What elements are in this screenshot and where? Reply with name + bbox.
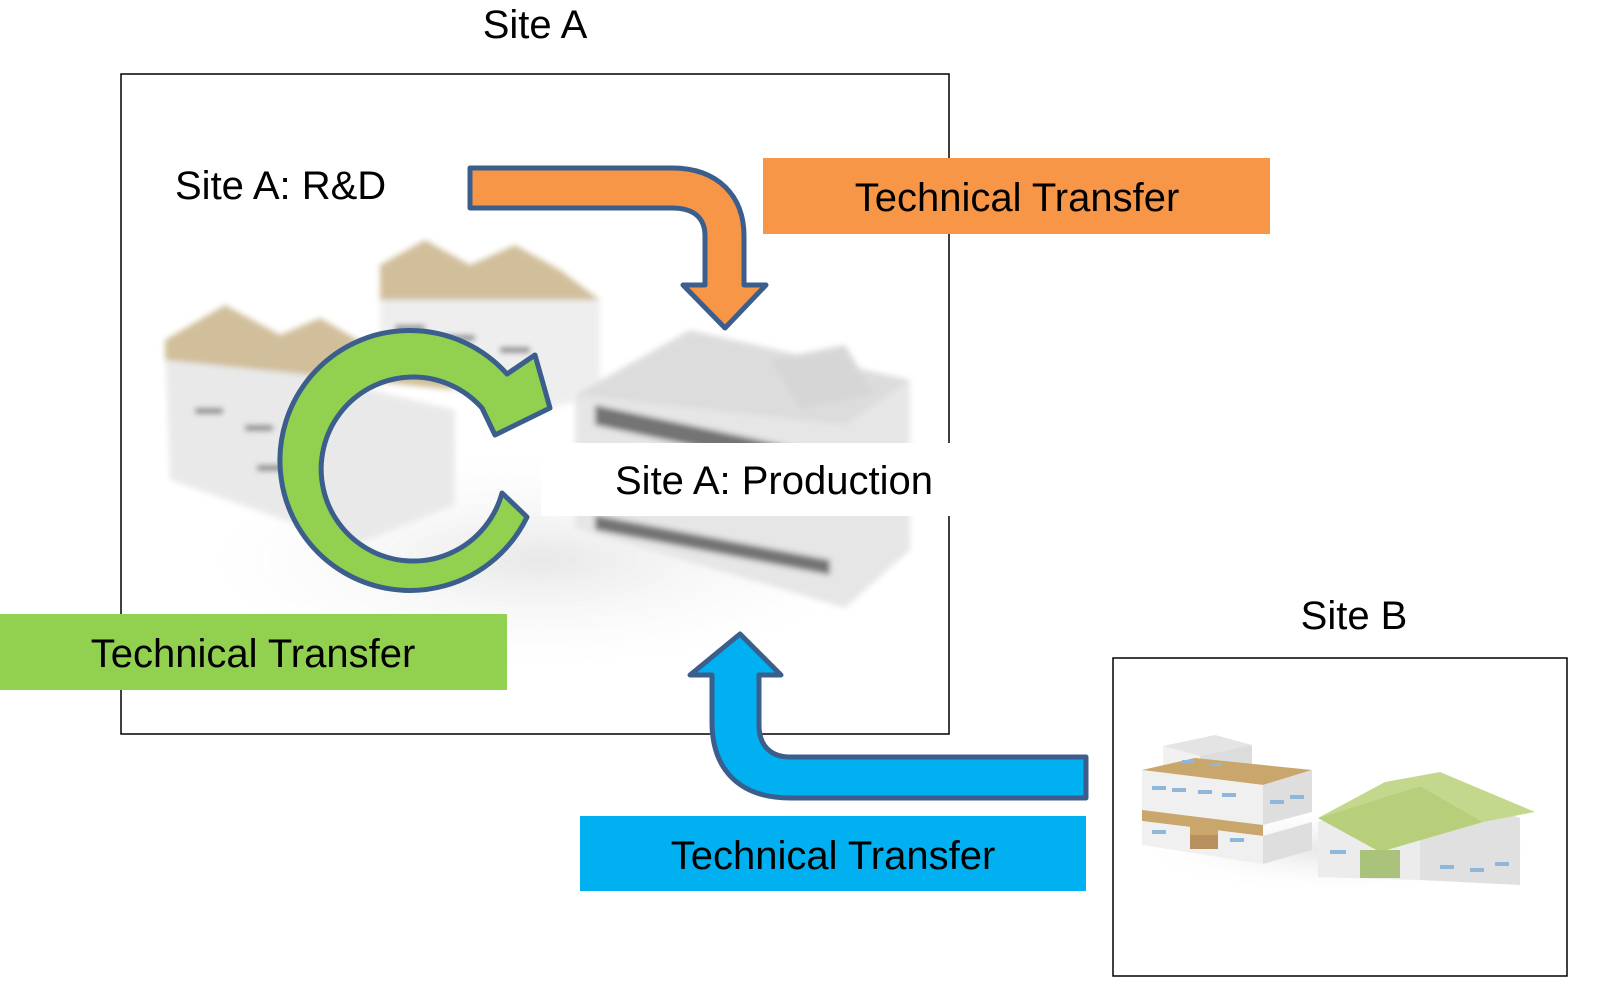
site-a-production-label-bg xyxy=(541,443,989,516)
site-b-buildings-image xyxy=(1130,735,1550,895)
blue-transfer-label-box xyxy=(580,816,1086,891)
blue-transfer-label: Technical Transfer xyxy=(671,834,996,878)
green-transfer-label-box xyxy=(0,614,507,690)
green-cycle-arrow xyxy=(277,328,553,593)
orange-transfer-arrow xyxy=(467,165,769,331)
green-transfer-label: Technical Transfer xyxy=(91,632,416,676)
site-b-title: Site B xyxy=(1301,594,1408,638)
orange-transfer-label-box xyxy=(763,158,1270,234)
site-a-production-label: Site A: Production xyxy=(615,459,933,503)
blue-transfer-arrow xyxy=(687,631,1089,801)
orange-transfer-label: Technical Transfer xyxy=(855,176,1180,220)
site-a-rnd-label: Site A: R&D xyxy=(175,164,386,208)
site-a-title: Site A xyxy=(483,3,588,47)
